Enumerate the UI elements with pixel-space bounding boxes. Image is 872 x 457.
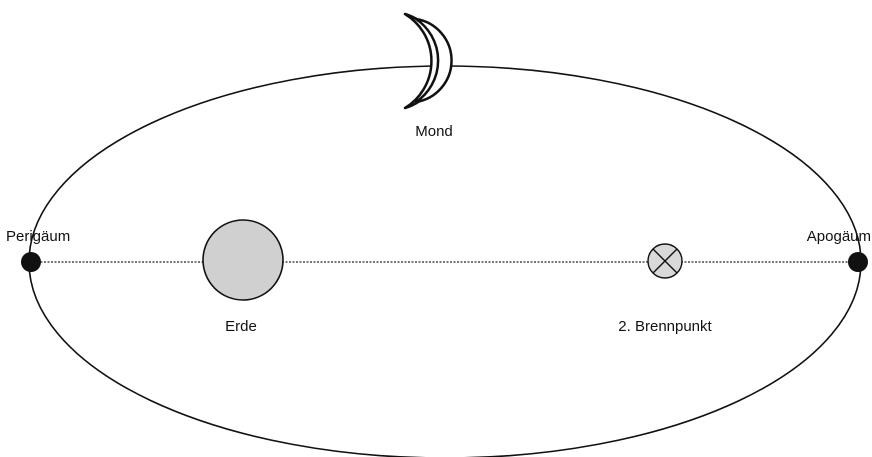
focus-marker [648, 244, 682, 278]
focus-label: 2. Brennpunkt [618, 318, 712, 335]
perigee-label: Perigäum [6, 228, 70, 245]
perigee-point [21, 252, 41, 272]
apogee-label: Apogäum [807, 228, 871, 245]
moon-icon [405, 14, 452, 108]
apogee-point [848, 252, 868, 272]
earth-label: Erde [225, 318, 257, 335]
earth-circle [203, 220, 283, 300]
moon-label: Mond [415, 123, 453, 140]
